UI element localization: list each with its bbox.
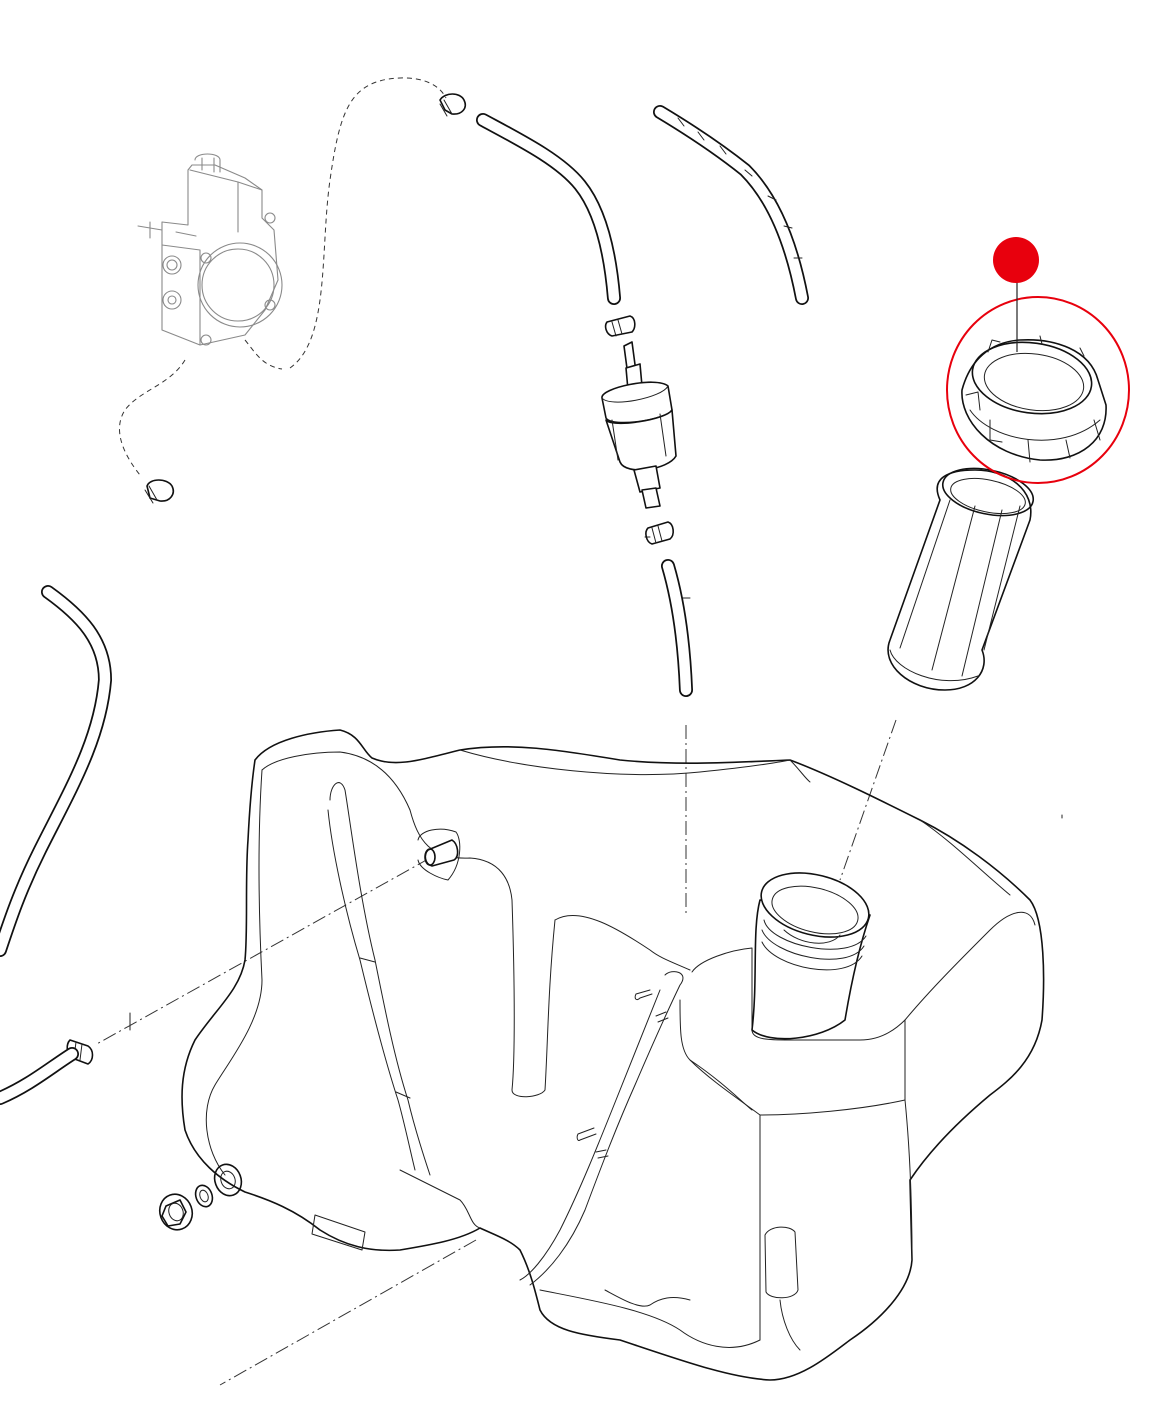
filler-neck-icon[interactable] [751,863,876,1040]
fuel-hose-icon[interactable] [661,559,693,697]
fuel-hose-icon[interactable] [476,113,621,305]
fuel-tank-icon[interactable] [181,729,1045,1381]
hose-clamp-icon[interactable] [645,521,674,545]
callout-marker-dot[interactable] [993,237,1039,283]
tank-cap-icon[interactable] [961,335,1107,463]
fuel-hose-icon[interactable] [0,585,112,957]
highlight-callout [946,237,1130,484]
filler-strainer-icon[interactable] [887,461,1038,691]
fuel-hose-icon[interactable] [0,1047,79,1105]
hose-clamp-icon[interactable] [144,479,175,504]
hose-clamp-icon[interactable] [439,93,467,117]
drain-plug-icon[interactable] [155,1161,246,1235]
hose-clamp-icon[interactable] [604,315,636,337]
inline-fuel-filter-icon[interactable] [601,341,677,509]
vent-fitting-icon[interactable] [417,828,461,881]
fuel-pump-icon[interactable] [137,153,283,346]
strap-pin-icon [576,989,669,1159]
assembly-guide-lines [94,77,1063,1386]
fuel-hose-icon[interactable] [653,105,809,305]
highlight-ring [946,296,1130,484]
